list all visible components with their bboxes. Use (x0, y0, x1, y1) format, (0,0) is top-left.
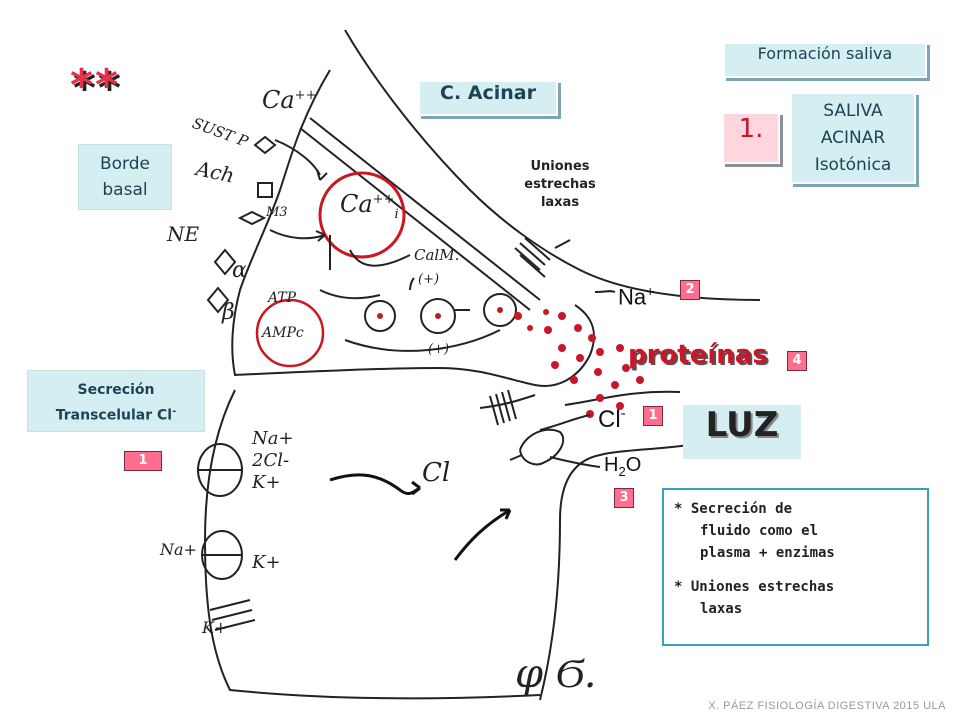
badge-na: 2 (680, 280, 700, 300)
badge-h2o: 3 (614, 488, 634, 508)
granule-vesicles (364, 293, 517, 334)
tight-junction-hatch (489, 237, 551, 426)
uniones-line2: estrechas (524, 177, 596, 192)
note2-line2: laxas (700, 601, 743, 617)
cl-text: Cl (598, 406, 621, 433)
lower-cell-right (539, 444, 691, 701)
sodium-label: Na+ (618, 283, 654, 310)
borde-line1: Borde (99, 154, 150, 174)
note1-line1: * Secreción de (674, 501, 793, 517)
saliva-line3: Isotónica (814, 155, 892, 175)
cl-sup: - (620, 405, 626, 422)
hw-k-pump: K+ (252, 552, 281, 573)
junction-line (479, 394, 536, 409)
apical-membrane-top (344, 29, 761, 301)
hw-atp: ATP (268, 290, 297, 306)
hw-m3: M3 (266, 205, 288, 220)
hw-signature: φ Ϭ. (515, 651, 597, 697)
receptor-shapes (206, 135, 277, 314)
hw-cl-cell: Cl (422, 458, 451, 488)
ca-circle (318, 171, 406, 259)
hw-ca-text: Ca (262, 86, 295, 114)
junction-line-2 (564, 390, 681, 406)
badge-cl: 1 (643, 406, 663, 426)
saliva-line2: ACINAR (820, 128, 886, 148)
na-sup: + (646, 283, 655, 299)
note1-line3: plasma + enzimas (700, 545, 835, 561)
water-label: H2O (604, 454, 641, 479)
granule-dots (377, 307, 533, 331)
hw-na-k-2cl-1: Na+ (252, 428, 294, 449)
secrecion-line2-text: Transcelular Cl (55, 407, 173, 424)
hw-na-k-2cl-2: 2Cl- (252, 450, 290, 471)
hw-plus2: (+) (428, 342, 450, 357)
secrecion-line1: Secreción (77, 382, 155, 398)
saliva-line1: SALIVA (823, 101, 883, 121)
hw-cai-text: Ca (340, 190, 373, 218)
hw-na-k-2cl-3: K+ (252, 472, 281, 493)
saliva-acinar-box: SALIVA ACINAR Isotónica (790, 92, 916, 184)
uniones-line1: Uniones (530, 159, 590, 174)
hw-cai-sup: ++ (372, 192, 395, 207)
h2o-o: O (625, 454, 642, 476)
hw-calm: CalM. (414, 246, 460, 264)
step-one-label: 1. (722, 112, 780, 164)
uniones-label: Uniones estrechas laxas (505, 158, 615, 212)
h2o-sub: 2 (618, 464, 626, 479)
transporters (197, 428, 565, 631)
chloride-label: Cl- (598, 405, 626, 434)
hw-ca-sup: ++ (294, 88, 317, 103)
hw-plus1: (+) (418, 272, 440, 287)
formacion-saliva-label: Formación saliva (723, 42, 927, 78)
hw-alpha: α (232, 258, 247, 283)
hw-na-pump: Na+ (160, 540, 197, 559)
borde-line2: basal (102, 180, 148, 200)
hw-ampc: AMPc (262, 325, 304, 341)
note1-line2: fluido como el (700, 523, 819, 539)
hw-ca-i: Ca++i (340, 190, 399, 222)
c-acinar-label: C. Acinar (418, 80, 558, 116)
note2-line1: * Uniones estrechas (674, 579, 835, 595)
ampc-circle (255, 298, 325, 368)
badge-left: 1 (124, 451, 162, 471)
secrecion-line2: Transcelular Cl- (28, 401, 204, 427)
badge-proteinas: 4 (787, 351, 807, 371)
footer-credit: X. PÁEZ FISIOLOGÍA DIGESTIVA 2015 ULA (708, 700, 946, 712)
lower-cell-outline (203, 389, 541, 700)
borde-basal-box: Borde basal (78, 144, 172, 210)
pathway-arrows (269, 139, 616, 468)
hw-ca: Ca++ (262, 86, 316, 114)
protein-dots (543, 309, 644, 418)
luz-label: LUZ (683, 405, 801, 459)
na-text: Na (618, 284, 647, 310)
hw-ne: NE (167, 222, 200, 246)
hw-beta: β (222, 300, 235, 325)
uniones-line3: laxas (540, 195, 580, 210)
importance-stars: ** (70, 60, 121, 111)
notes-box: * Secreción de fluido como el plasma + e… (662, 488, 929, 646)
hw-k-channel: K+ (202, 618, 228, 637)
cell-flow-arrows (329, 473, 512, 561)
hw-cotransporter: Na+ 2Cl- K+ (252, 428, 294, 494)
hw-cai-sub: i (394, 206, 399, 222)
secrecion-box: Secreción Transcelular Cl- (27, 370, 205, 432)
secrecion-sup: - (172, 406, 177, 417)
h2o-h: H (604, 454, 619, 476)
proteinas-label: proteínas (628, 340, 768, 370)
